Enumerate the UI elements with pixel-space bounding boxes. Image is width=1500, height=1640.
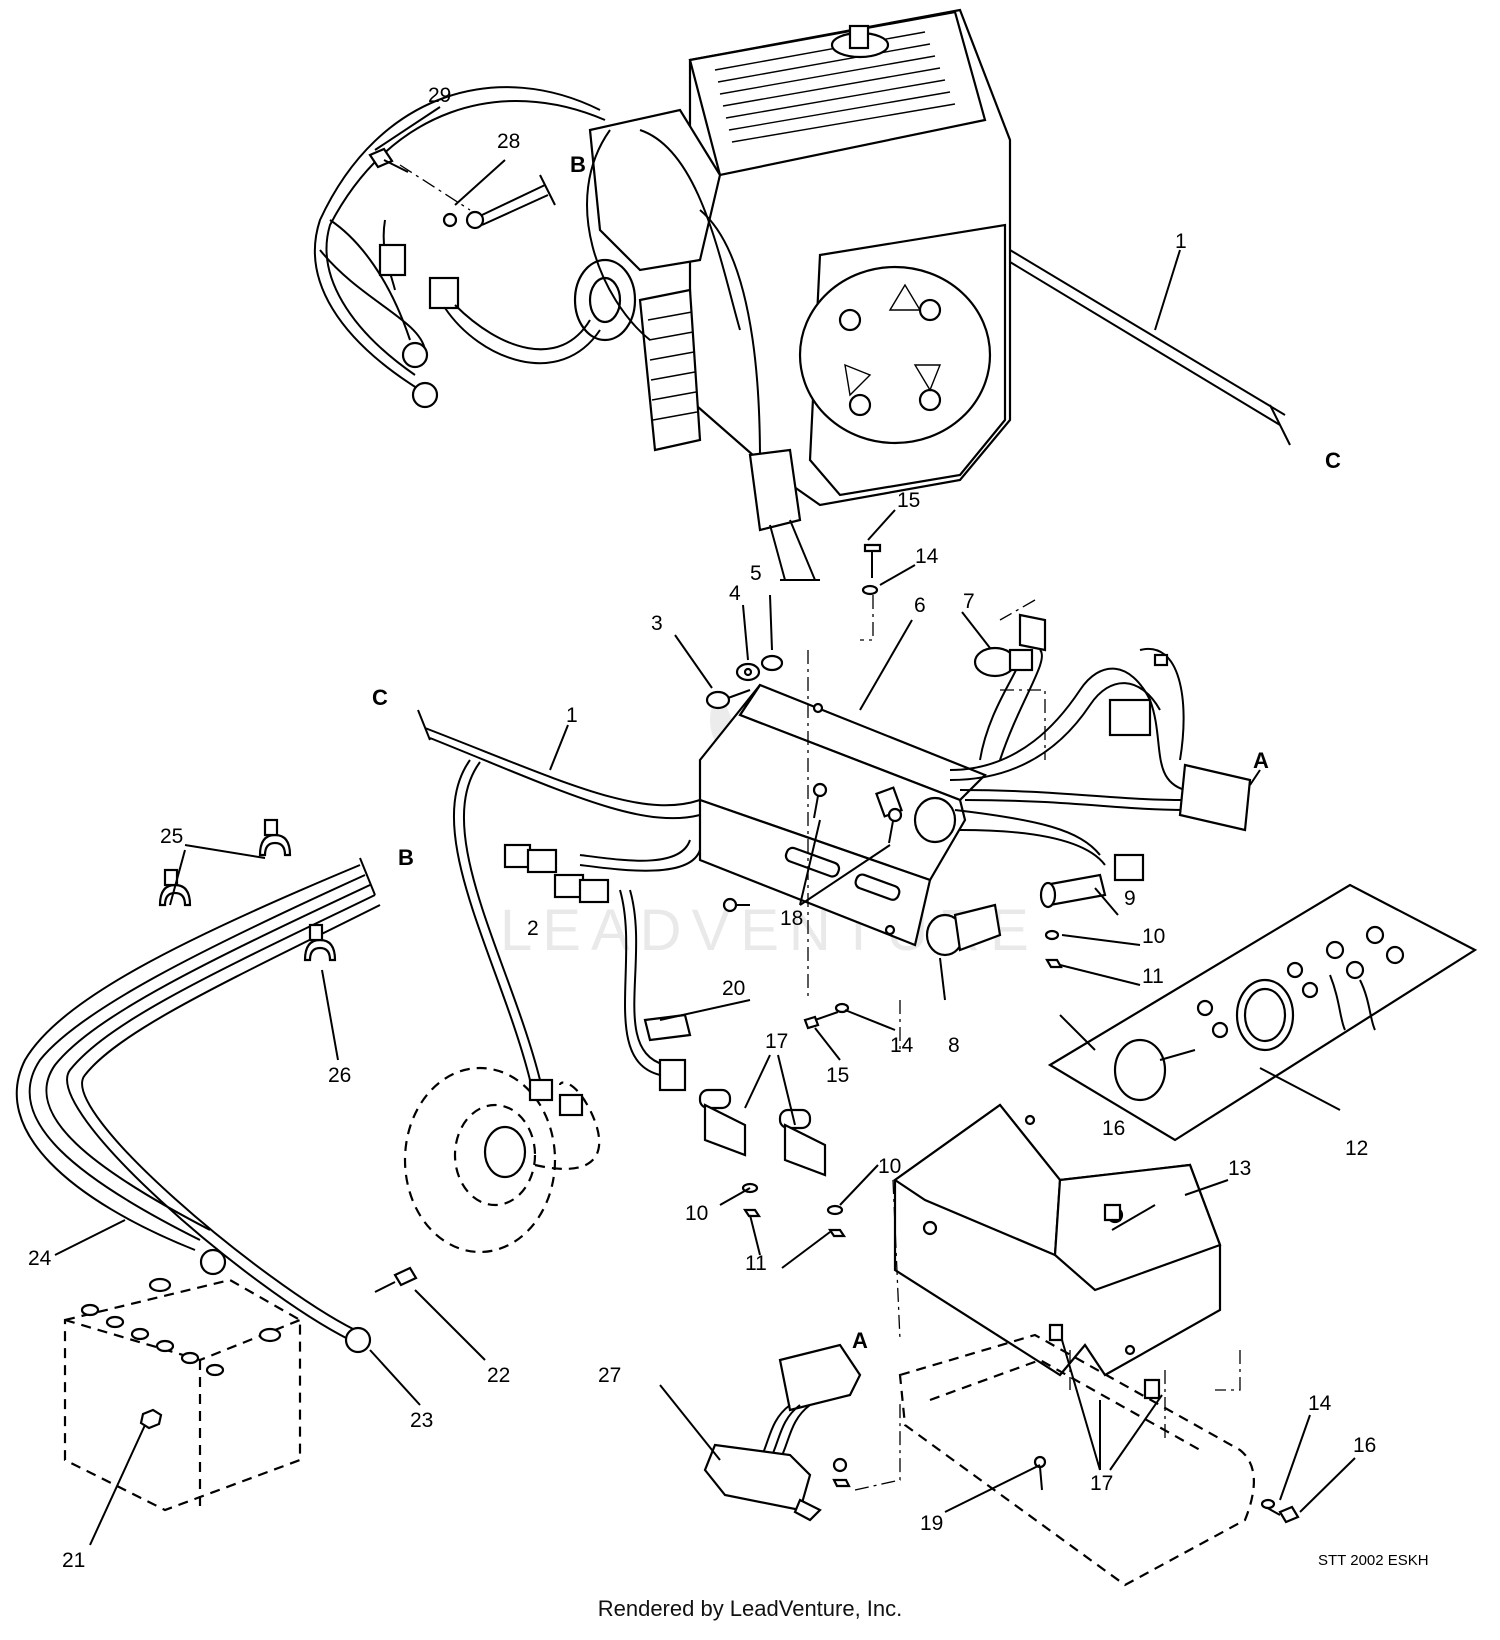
light-switch[interactable] xyxy=(1039,873,1107,969)
footer-credit: Rendered by LeadVenture, Inc. xyxy=(597,1596,903,1621)
callout-17-lower: 17 xyxy=(1090,1472,1113,1495)
callout-26: 27 xyxy=(598,1364,621,1387)
control-harness[interactable] xyxy=(949,647,1252,882)
connector-letters: B C C A B A xyxy=(372,152,1341,1353)
callout-20: 22 xyxy=(487,1364,510,1387)
connector-a-bottom: A xyxy=(852,1328,868,1353)
connector-c-left: C xyxy=(372,685,388,710)
callout-18-panel: 18 xyxy=(780,907,803,930)
callout-28: 28 xyxy=(497,130,520,153)
callout-25: 26 xyxy=(328,1064,351,1087)
callout-24: 25 xyxy=(160,825,183,848)
callout-18-bottom: 19 xyxy=(920,1512,943,1535)
callout-19: 20 xyxy=(722,977,745,1000)
callout-labels: 29 28 1 15 14 5 4 3 7 6 1 25 2 18 9 10 1… xyxy=(28,84,1376,1572)
callout-14-bottom: 14 xyxy=(1308,1392,1332,1415)
battery-cables[interactable] xyxy=(15,857,381,1354)
callout-15-mid: 15 xyxy=(826,1064,849,1087)
callout-10-mid-left: 10 xyxy=(685,1202,708,1225)
callout-2: 2 xyxy=(527,917,539,940)
battery[interactable] xyxy=(63,1266,418,1512)
callout-4: 4 xyxy=(729,582,741,605)
callout-12: 12 xyxy=(1345,1137,1368,1160)
switch-19[interactable] xyxy=(643,1013,692,1092)
callout-3: 3 xyxy=(651,612,663,635)
callout-7: 7 xyxy=(963,590,975,613)
callout-22: 21 xyxy=(62,1549,85,1572)
wire-1-upper[interactable] xyxy=(1009,249,1291,446)
key-and-washers[interactable] xyxy=(705,654,784,710)
connector-a-right: A xyxy=(1253,748,1269,773)
connector-b-left: B xyxy=(398,845,414,870)
mounting-plate[interactable] xyxy=(898,1333,1300,1587)
callout-16: 16 xyxy=(1102,1117,1125,1140)
seat-switches[interactable] xyxy=(698,1088,847,1238)
callout-8: 8 xyxy=(948,1034,960,1057)
callout-11-mid: 11 xyxy=(745,1252,767,1275)
leader-lines-lower xyxy=(54,844,1356,1546)
callout-14-mid: 14 xyxy=(890,1034,914,1057)
connector-c-top: C xyxy=(1325,448,1341,473)
callout-10-right: 10 xyxy=(1142,925,1165,948)
voltage-regulator[interactable] xyxy=(703,1343,862,1522)
pto-clutch[interactable] xyxy=(403,1066,601,1254)
callout-1-upper: 1 xyxy=(1175,230,1187,253)
callout-15-top: 15 xyxy=(897,489,920,512)
callout-1-lower: 1 xyxy=(566,704,578,727)
key-switch[interactable] xyxy=(973,613,1047,678)
wire-1-lower[interactable] xyxy=(417,709,701,1081)
ground-strap[interactable] xyxy=(368,147,556,230)
drawing-code: STT 2002 ESKH xyxy=(1318,1552,1429,1569)
callout-11-right: 11 xyxy=(1142,965,1164,988)
connector-2[interactable] xyxy=(503,843,558,874)
gauge-kit-panel[interactable] xyxy=(1047,883,1478,1142)
callout-27: 29 xyxy=(428,84,451,107)
callout-6: 6 xyxy=(914,594,926,617)
engine-harness[interactable] xyxy=(313,86,606,409)
battery-tray[interactable] xyxy=(893,1103,1222,1377)
callout-5: 5 xyxy=(750,562,762,585)
connector-29[interactable] xyxy=(553,873,610,904)
callout-15-bottom: 16 xyxy=(1353,1434,1376,1457)
callout-17-upper: 17 xyxy=(765,1030,788,1053)
callout-13: 13 xyxy=(1228,1157,1251,1180)
pto-switch[interactable] xyxy=(925,903,1002,957)
callout-21: 23 xyxy=(410,1409,433,1432)
panel-screws[interactable] xyxy=(722,543,903,1030)
connector-b-top: B xyxy=(570,152,586,177)
callout-14-top: 14 xyxy=(915,545,939,568)
leader-lines xyxy=(374,106,1341,1231)
callout-10-mid-right: 10 xyxy=(878,1155,901,1178)
engine-assembly[interactable] xyxy=(573,8,1012,581)
callout-23: 24 xyxy=(28,1247,52,1270)
cable-clamps[interactable] xyxy=(158,818,337,962)
callout-9: 9 xyxy=(1124,887,1136,910)
